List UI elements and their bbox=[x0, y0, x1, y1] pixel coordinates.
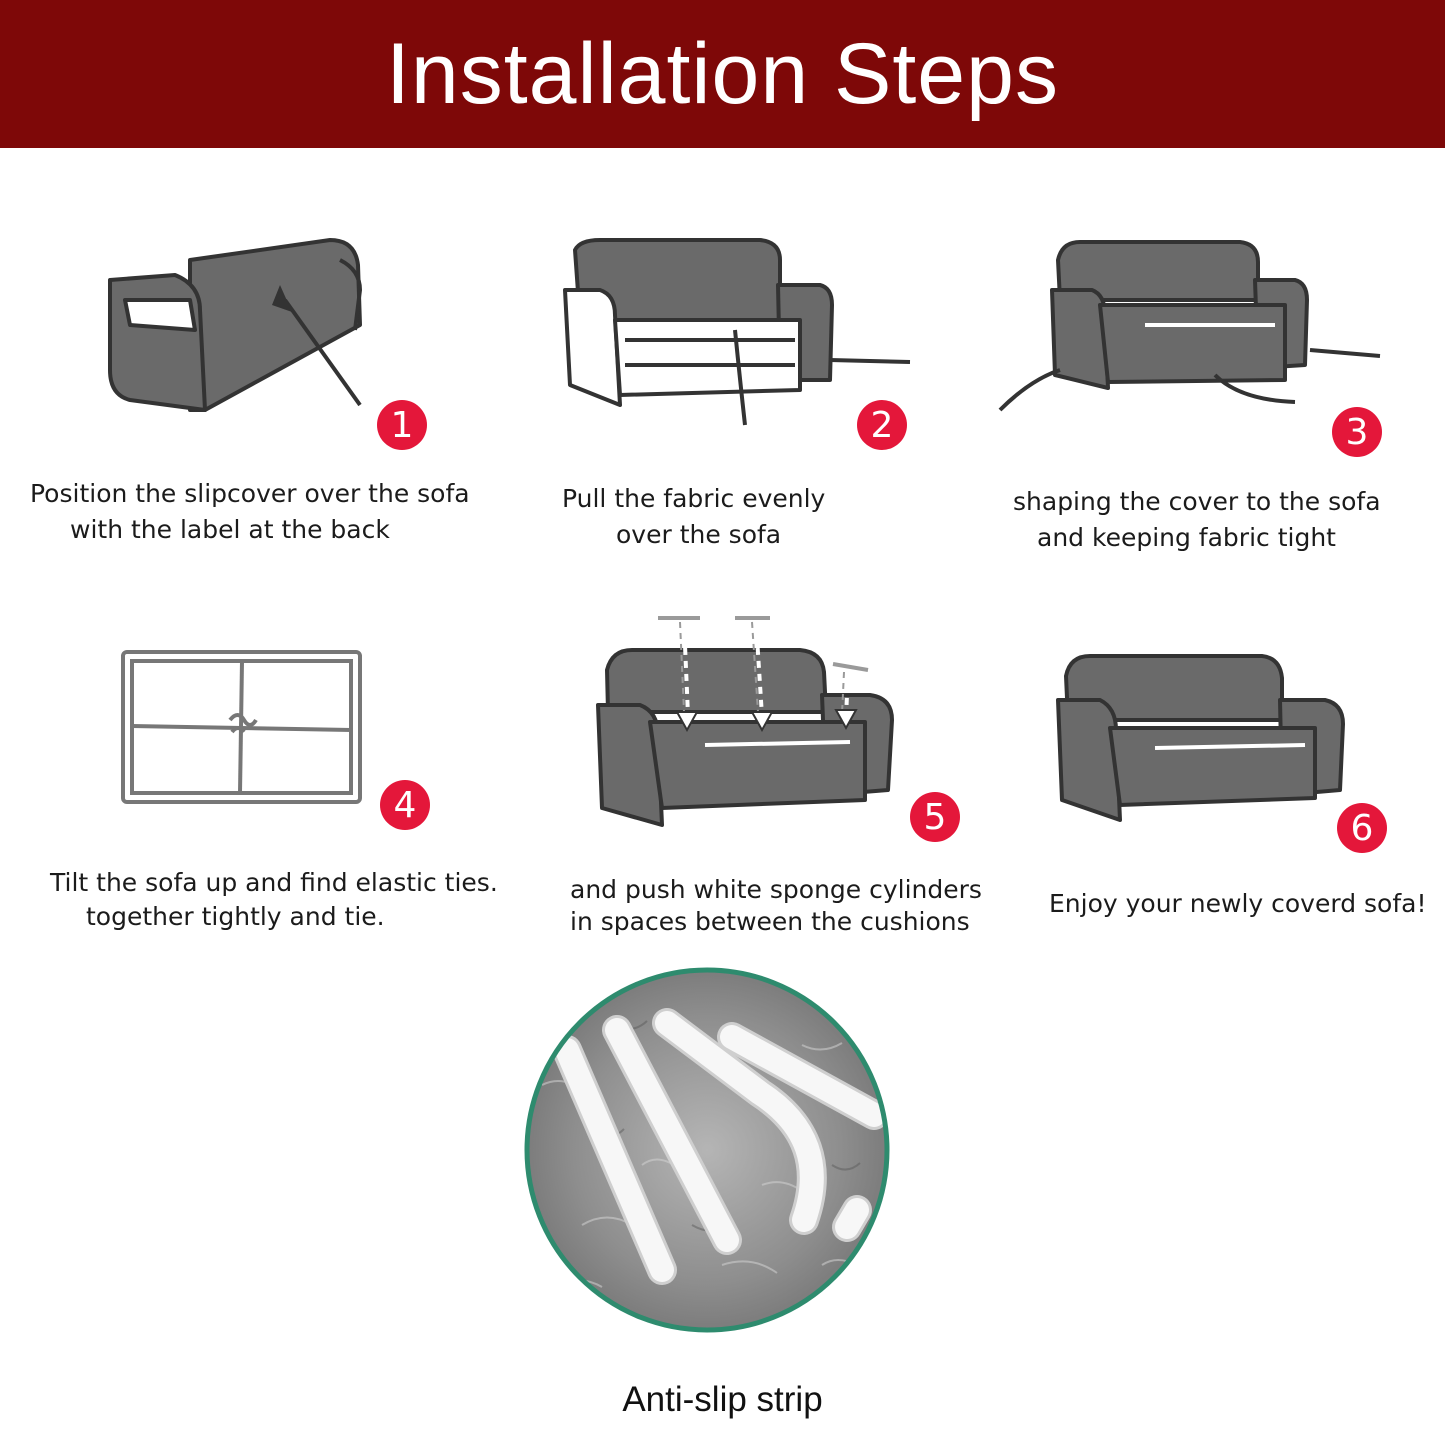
step-caption: Enjoy your newly coverd sofa! bbox=[1049, 886, 1426, 922]
caption-line: over the sofa bbox=[616, 520, 782, 549]
anti-slip-strip-label: Anti-slip strip bbox=[622, 1380, 823, 1419]
step-caption: Position the slipcover over the sofa wit… bbox=[30, 476, 470, 548]
caption-line: shaping the cover to the sofa bbox=[1013, 487, 1381, 516]
caption-line: Position the slipcover over the sofa bbox=[30, 479, 470, 508]
sofa-slipcover-icon bbox=[108, 238, 363, 412]
step-number-badge: 6 bbox=[1337, 803, 1387, 853]
caption-line: and keeping fabric tight bbox=[1037, 523, 1336, 552]
header-banner: Installation Steps bbox=[0, 0, 1445, 148]
caption-line: with the label at the back bbox=[70, 515, 390, 544]
step-number-badge: 5 bbox=[910, 792, 960, 842]
step-caption: shaping the cover to the sofa and keepin… bbox=[1013, 484, 1381, 556]
caption-line: together tightly and tie. bbox=[86, 902, 385, 931]
anti-slip-strip-photo bbox=[524, 967, 890, 1333]
caption-line: Enjoy your newly coverd sofa! bbox=[1049, 889, 1427, 918]
page-title: Installation Steps bbox=[386, 25, 1059, 122]
step-number-badge: 2 bbox=[857, 400, 907, 450]
sofa-bottom-ties-icon bbox=[121, 650, 362, 804]
sofa-shaping-cover-icon bbox=[998, 240, 1381, 412]
covered-sofa-icon bbox=[1056, 654, 1345, 822]
step-number-badge: 4 bbox=[380, 780, 430, 830]
caption-line: Pull the fabric evenly bbox=[562, 484, 826, 513]
sofa-push-cylinders-icon bbox=[596, 616, 894, 827]
step-number-badge: 3 bbox=[1332, 407, 1382, 457]
step-caption: and push white sponge cylinders in space… bbox=[570, 874, 982, 938]
step-number-badge: 1 bbox=[377, 400, 427, 450]
step-caption: Pull the fabric evenly over the sofa bbox=[562, 481, 825, 553]
step-caption: Tilt the sofa up and find elastic ties. … bbox=[50, 866, 498, 934]
caption-line: and push white sponge cylinders bbox=[570, 875, 982, 904]
sofa-pull-fabric-icon bbox=[563, 238, 911, 426]
caption-line: Tilt the sofa up and find elastic ties. bbox=[50, 868, 498, 897]
caption-line: in spaces between the cushions bbox=[570, 907, 970, 936]
